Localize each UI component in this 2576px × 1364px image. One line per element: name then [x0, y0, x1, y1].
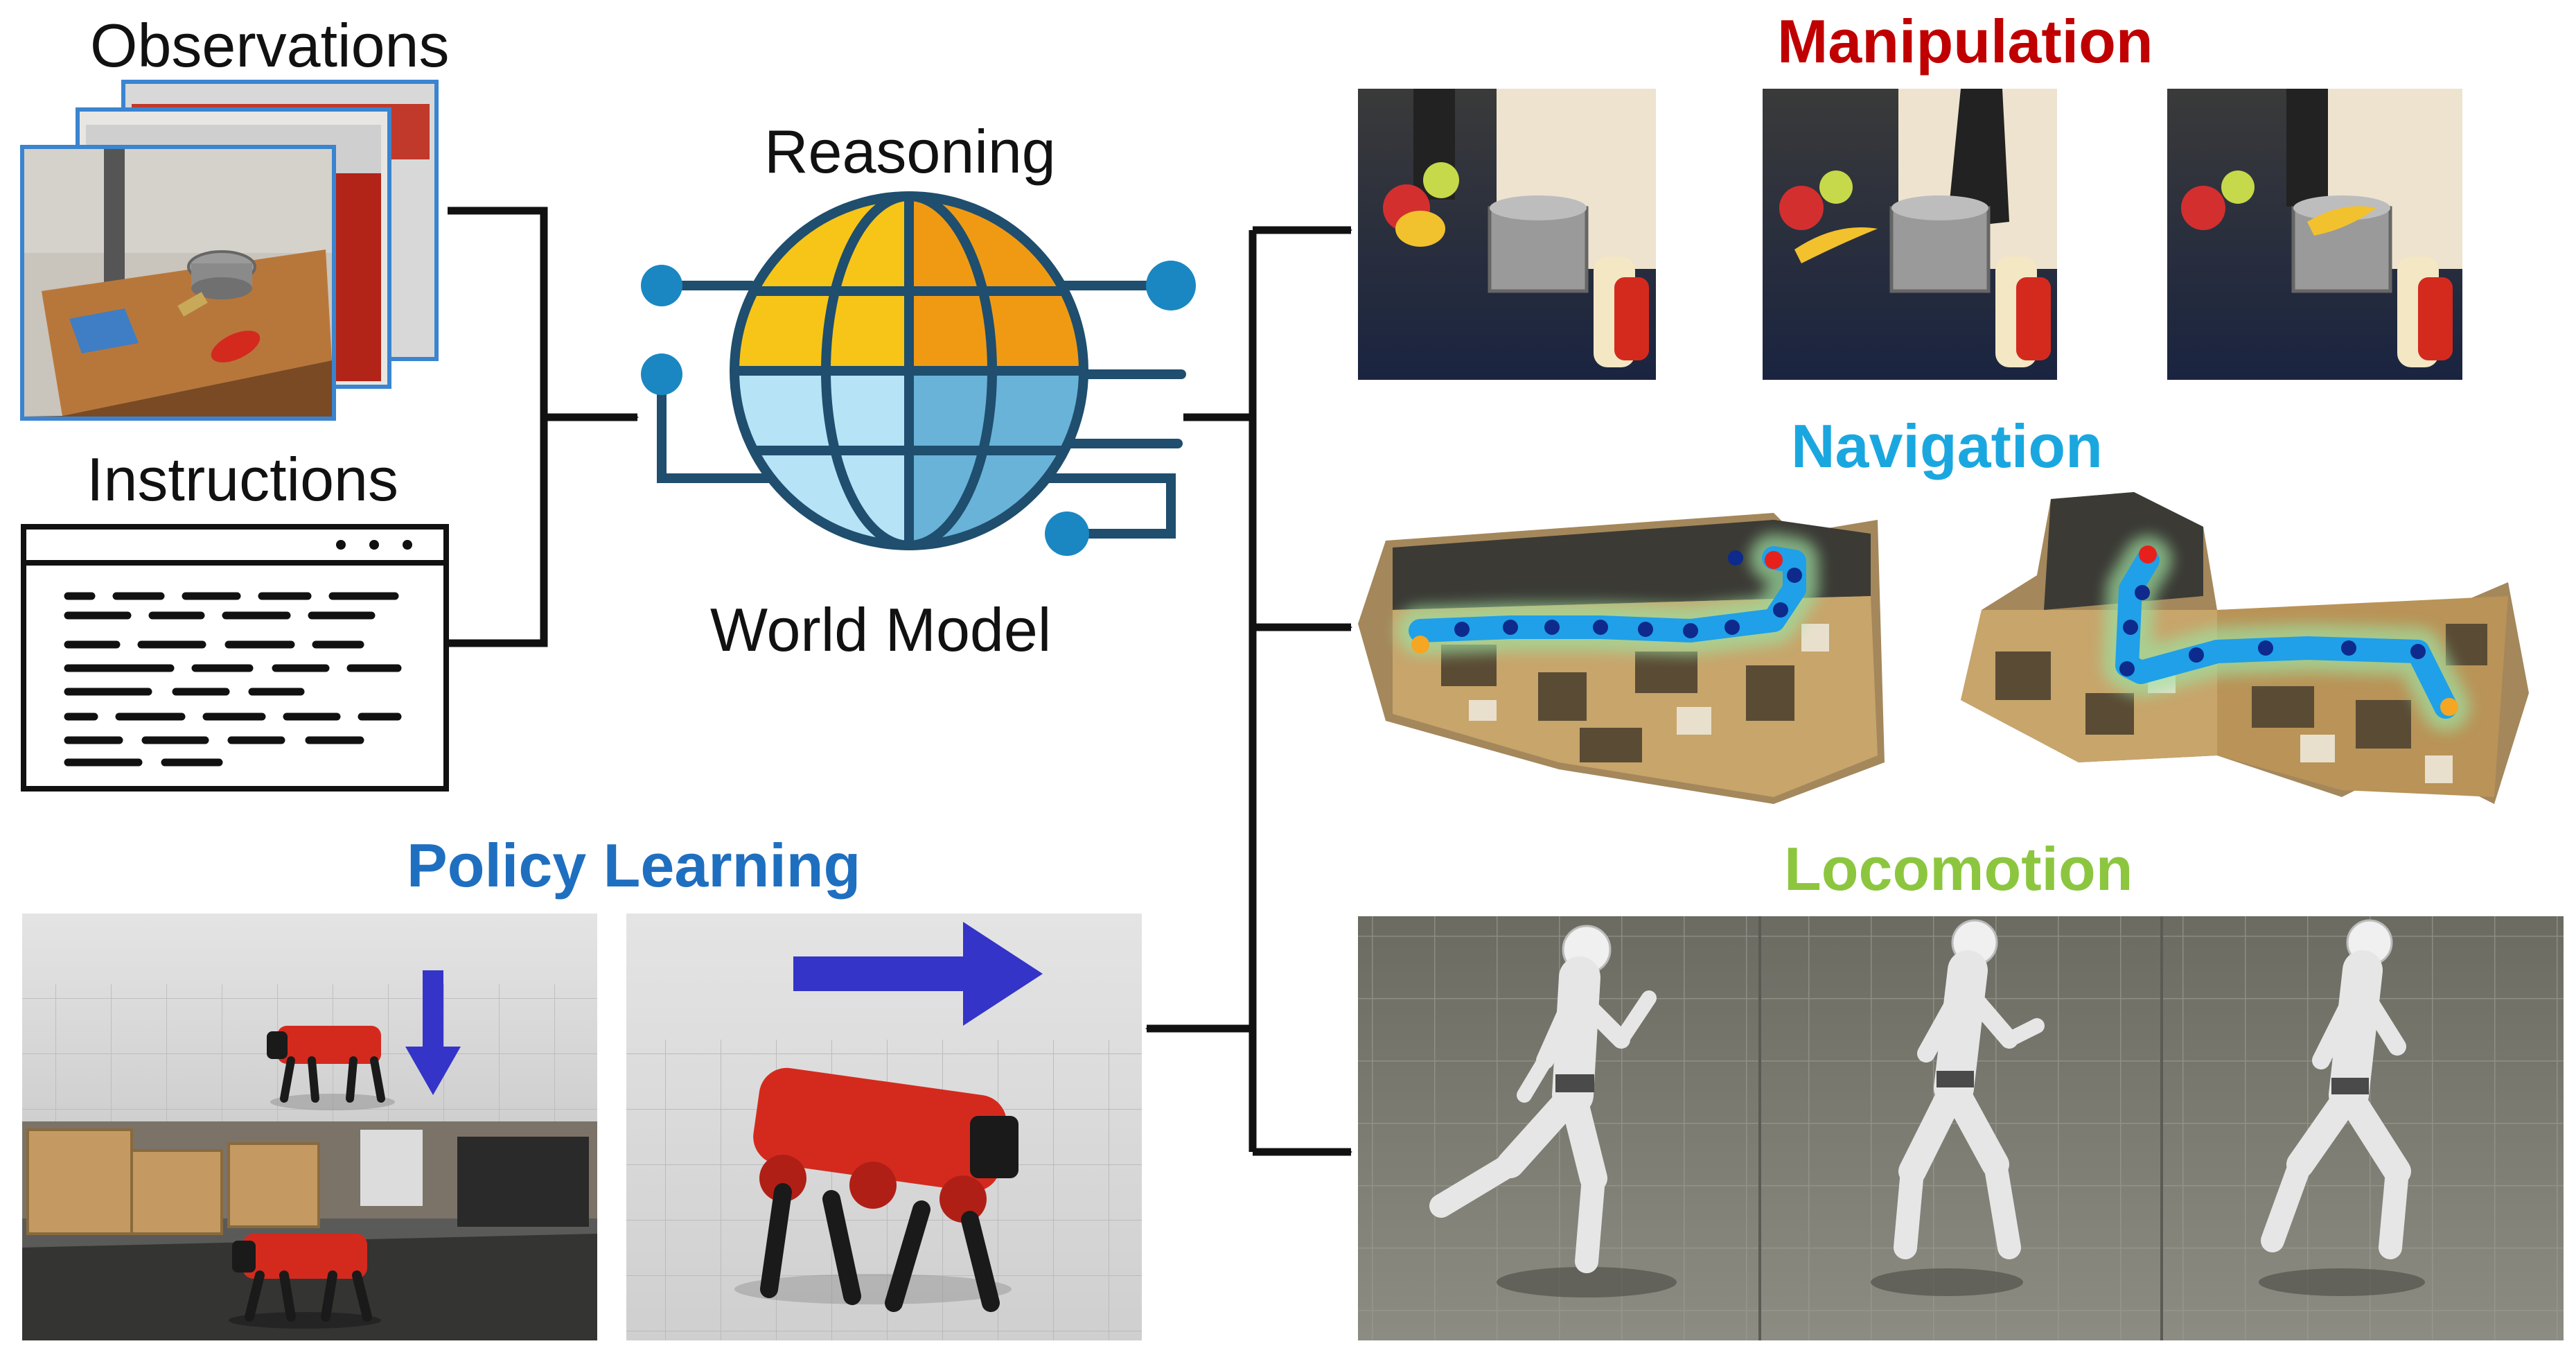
humanoid-runner: [2259, 919, 2425, 1296]
locomotion-label: Locomotion: [1784, 834, 2133, 903]
quadruped-robot: [734, 1067, 1018, 1312]
navigation-maps: [1358, 492, 2529, 804]
policy-learning-label: Policy Learning: [407, 831, 861, 900]
output-connectors: [1145, 226, 1352, 1156]
observations-label: Observations: [90, 11, 450, 80]
navigation-map: [1961, 492, 2529, 804]
humanoid-runner: [1871, 919, 2045, 1296]
reasoning-label: Reasoning: [764, 117, 1056, 186]
command-arrow-down: [405, 970, 461, 1095]
instructions-text-document-icon: [21, 524, 449, 792]
navigation-map: [1358, 513, 1885, 804]
manipulation-frame: [2167, 89, 2462, 380]
quadruped-robot: [267, 1026, 395, 1110]
manipulation-frame: [1763, 89, 2057, 380]
input-connectors: [448, 207, 639, 647]
manipulation-frame: [1358, 89, 1656, 380]
manipulation-frames: [1358, 89, 2462, 380]
globe-icon: [641, 191, 1196, 556]
instructions-label: Instructions: [87, 445, 398, 514]
navigation-label: Navigation: [1791, 412, 2103, 480]
locomotion-frames: [1358, 916, 2564, 1340]
command-arrow-right: [793, 922, 1043, 1026]
policy-learning-panels: [22, 913, 1142, 1340]
observations-image-stack-icon: [20, 80, 439, 421]
quadruped-robot: [229, 1234, 381, 1329]
manipulation-label: Manipulation: [1777, 7, 2153, 76]
world-model-label: World Model: [710, 595, 1052, 664]
humanoid-runner: [1429, 925, 1677, 1297]
